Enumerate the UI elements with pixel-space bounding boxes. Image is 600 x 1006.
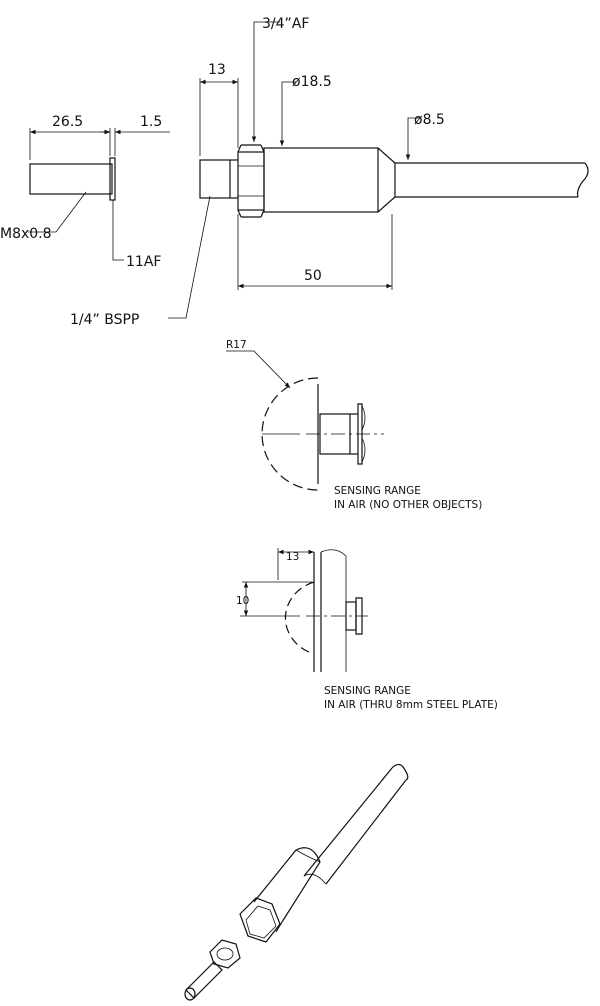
sensing-range-air-view	[226, 350, 384, 491]
range-air-line1: SENSING RANGE	[334, 485, 421, 497]
range-plate-line1: SENSING RANGE	[324, 685, 411, 697]
range-air-line2: IN AIR (NO OTHER OBJECTS)	[334, 499, 482, 511]
dia-8-5-label: ø8.5	[414, 112, 445, 128]
dim-1-5: 1.5	[140, 114, 162, 130]
dia-18-5-label: ø18.5	[292, 74, 332, 90]
range-plate-line2: IN AIR (THRU 8mm STEEL PLATE)	[324, 699, 498, 711]
dim-50: 50	[304, 268, 322, 284]
r17-label: R17	[226, 339, 247, 351]
isometric-view	[184, 763, 409, 1001]
dim-10: 10	[236, 595, 249, 607]
dim-13-top: 13	[208, 62, 226, 78]
af-3-4-label: 3/4”AF	[262, 16, 309, 32]
sensing-range-plate-view	[240, 548, 368, 672]
bspp-label: 1/4” BSPP	[70, 312, 139, 328]
m8-screw	[28, 128, 170, 261]
dim-26-5: 26.5	[52, 114, 83, 130]
side-elevation-view: 26.5 1.5 M8x0.8 11AF	[0, 16, 589, 328]
dim-13-mid: 13	[286, 551, 299, 563]
af-11-label: 11AF	[126, 254, 161, 270]
sensor-body	[199, 144, 589, 218]
thread-m8-label: M8x0.8	[0, 226, 52, 242]
